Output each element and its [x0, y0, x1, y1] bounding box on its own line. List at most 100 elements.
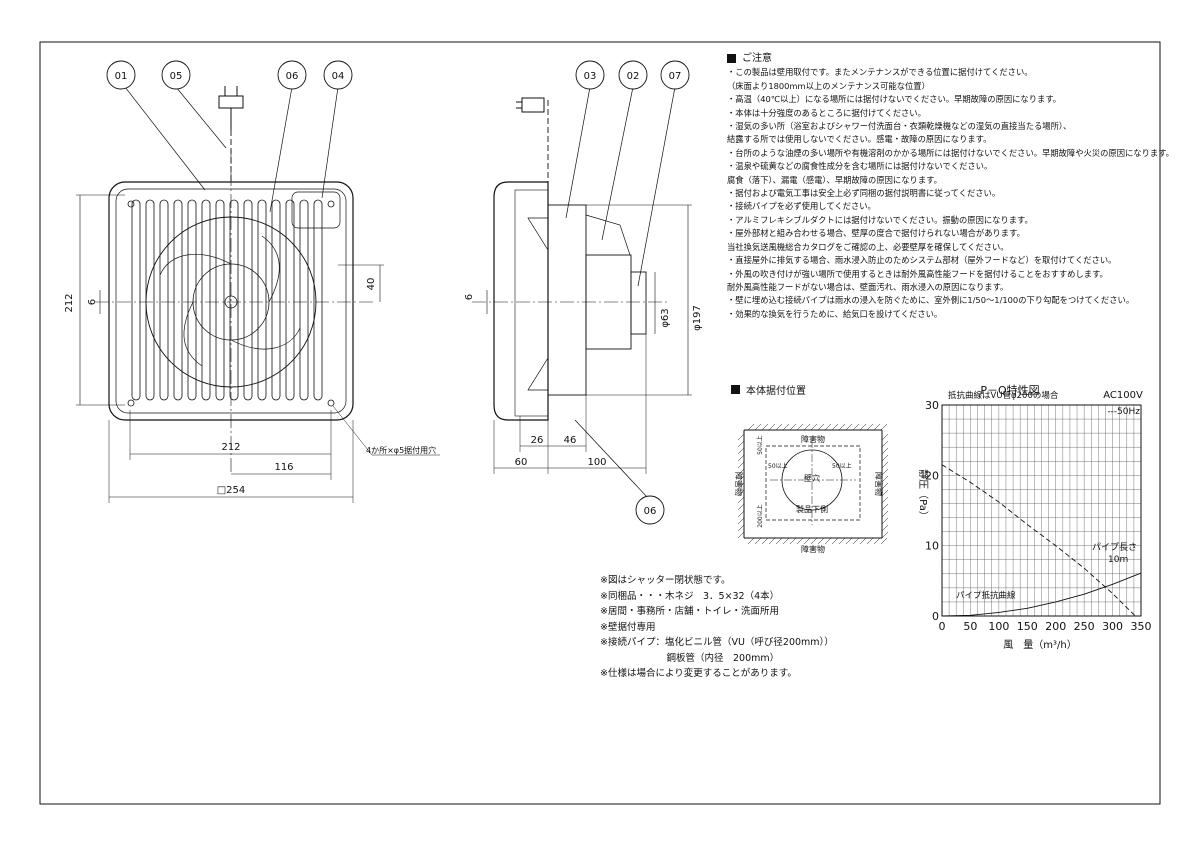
part-balloon	[618, 60, 648, 90]
hatch-line	[747, 537, 755, 545]
dim-212-vertical: 212	[64, 293, 75, 312]
hatch-line	[737, 524, 745, 532]
hatch-line	[881, 433, 889, 441]
hatch-line	[782, 537, 790, 545]
hatch-line	[737, 517, 745, 525]
hatch-line	[775, 423, 783, 431]
hatch-line	[838, 537, 846, 545]
part-number: 06	[644, 506, 657, 517]
hatch-line	[737, 489, 745, 497]
chart-subtitle: 抵抗曲線はVU管φ200の場合	[948, 390, 1059, 401]
x-axis-label: 風 量（m³/h）	[1003, 639, 1076, 651]
dim-26: 26	[531, 435, 544, 446]
hatch-line	[737, 503, 745, 511]
hatch-line	[873, 537, 881, 545]
hatch-line	[810, 537, 818, 545]
margin-bottom-label: 200以上	[756, 504, 764, 527]
caution-list: ・この製品は壁用取付です。またメンテナンスができる位置に据付けてください。（床面…	[727, 66, 1174, 321]
caution-item: （床面より1800mm以上のメンテナンス可能な位置）	[727, 80, 930, 91]
install-right-label: 障害物	[874, 472, 884, 496]
hatch-line	[737, 440, 745, 448]
fan-blade	[261, 235, 280, 303]
part-number: 02	[627, 71, 640, 82]
hatch-line	[881, 440, 889, 448]
chart-legend: ---50Hz	[1107, 407, 1140, 417]
part-balloon	[635, 495, 665, 525]
dim-40: 40	[366, 278, 377, 291]
caution-item: ・アルミフレキシブルダクトには据付けないでください。振動の原因になります。	[727, 214, 1033, 225]
front-view	[76, 86, 440, 503]
mount-hole	[127, 399, 135, 407]
grille-slat	[159, 199, 169, 401]
caution-item: ・台所のような油煙の多い場所や有機溶剤のかかる場所には据付けないでください。早期…	[727, 147, 1174, 158]
install-top-label: 障害物	[801, 434, 825, 444]
hatch-line	[838, 423, 846, 431]
hatch-line	[881, 517, 889, 525]
hatch-line	[737, 531, 745, 539]
motor-flange	[630, 271, 647, 335]
hatch-line	[873, 423, 881, 431]
margin-left-label: 50以上	[768, 462, 788, 470]
grille-slat	[215, 199, 225, 401]
spec-notes: ※図はシャッター閉状態です。※同梱品・・・木ネジ 3．5×32（4本）※居間・事…	[600, 573, 834, 682]
hatch-line	[881, 454, 889, 462]
dim-phi63: φ63	[660, 308, 671, 327]
hatch-line	[761, 423, 769, 431]
caution-item: ・屋外部材と組み合わせる場合、壁厚の度合で据付けられない場合があります。	[727, 228, 1025, 239]
hatch-line	[881, 503, 889, 511]
grille-slat	[243, 199, 253, 401]
grille-slat	[173, 199, 183, 401]
hatch-line	[881, 447, 889, 455]
x-tick-label: 150	[1017, 620, 1038, 633]
part-number: 01	[115, 71, 128, 82]
hatch-line	[881, 524, 889, 532]
hatch-line	[810, 423, 818, 431]
caution-item: ・本体は十分強度のあるところに据付けてください。	[727, 107, 926, 118]
hatch-line	[866, 423, 874, 431]
hatch-line	[831, 537, 839, 545]
install-left-label: 障害物	[734, 472, 744, 496]
caution-item: ・高温（40℃以上）になる場所には据付けないでください。早期故障の原因になります…	[727, 94, 1062, 105]
grille-slat	[229, 199, 239, 401]
x-tick-label: 100	[988, 620, 1009, 633]
hatch-line	[881, 531, 889, 539]
install-bottom-label: 障害物	[801, 544, 825, 554]
hatch-line	[768, 423, 776, 431]
chart-power: AC100V	[1103, 390, 1143, 401]
hatch-line	[775, 537, 783, 545]
grille-slat	[145, 199, 155, 401]
hatch-line	[782, 423, 790, 431]
annotation-pipe-length: パイプ長さ	[1092, 542, 1137, 553]
pull-cord-box	[291, 191, 341, 229]
fan-blade	[230, 327, 301, 350]
grille-slats	[131, 199, 323, 401]
part-number: 03	[584, 71, 597, 82]
caution-item: ・接続パイプを必ず使用してください。	[727, 201, 876, 212]
hatch-line	[881, 468, 889, 476]
fan-blade	[159, 253, 232, 276]
spec-line: ※仕様は場合により変更することがあります。	[600, 668, 797, 679]
power-plug	[218, 86, 244, 130]
x-tick-label: 50	[963, 620, 977, 633]
hatch-line	[737, 496, 745, 504]
part-balloon	[161, 60, 191, 90]
hatch-line	[852, 423, 860, 431]
caution-item: 結露する所では使用しないでください。感電・故障の原因になります。	[727, 134, 992, 145]
hatch-line	[737, 454, 745, 462]
hatch-line	[768, 537, 776, 545]
hatch-line	[831, 423, 839, 431]
spec-line: 鋼板管（内径 200mm）	[600, 652, 780, 664]
dim-254: □254	[217, 485, 246, 496]
y-tick-label: 20	[925, 469, 939, 482]
hatch-line	[789, 537, 797, 545]
dim-116: 116	[274, 462, 293, 473]
hatch-line	[737, 482, 745, 490]
x-tick-label: 200	[1045, 620, 1066, 633]
hatch-line	[737, 468, 745, 476]
chart-title: P－Q特性図	[980, 383, 1039, 397]
side-view	[472, 97, 692, 474]
hatch-line	[845, 423, 853, 431]
caution-item: ・効果的な換気を行うために、給気口を設けてください。	[727, 308, 943, 319]
hatch-line	[880, 537, 888, 545]
